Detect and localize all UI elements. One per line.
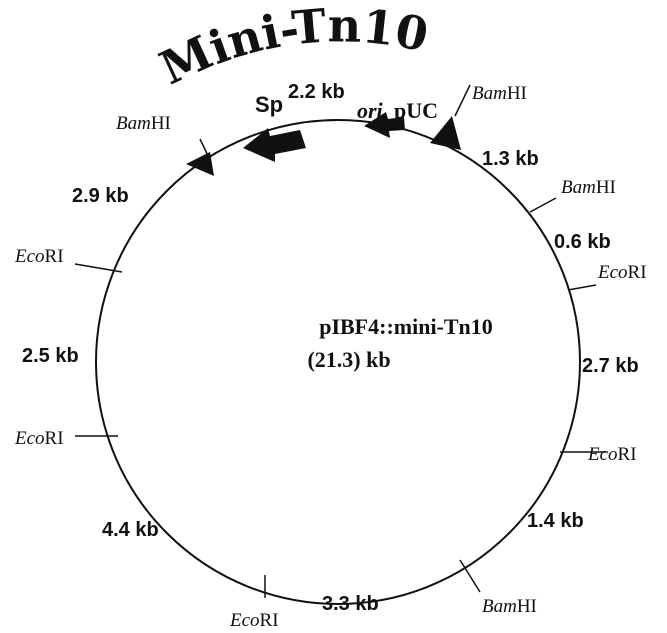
left-end-triangle (186, 152, 214, 176)
plasmid-size: (21.3) kb (307, 347, 390, 372)
bamhi-bottom-tick (459, 559, 481, 593)
fragment-1-4-kb: 1.4 kb (527, 510, 584, 532)
bamhi-right-label: BamHI (561, 177, 616, 198)
fragment-3-3-kb: 3.3 kb (322, 593, 379, 615)
bamhi-top-tick (454, 84, 471, 117)
right-end-triangle (430, 116, 461, 150)
ori-puc-arrow (364, 112, 405, 138)
fragment-2-9-kb: 2.9 kb (72, 185, 129, 207)
plasmid-circle (95, 119, 581, 605)
ecori-right-upper-tick (567, 284, 597, 291)
ecori-left-lower-label: EcoRI (14, 428, 64, 449)
sp-label: Sp (255, 92, 283, 117)
bamhi-left-label: BamHI (116, 113, 171, 134)
ecori-right-lower-label: EcoRI (587, 444, 637, 465)
bamhi-right-tick (529, 197, 557, 213)
ori-label: ori (357, 98, 384, 123)
fragment-2-5-kb: 2.5 kb (22, 345, 79, 367)
fragment-0-6-kb: 0.6 kb (554, 231, 611, 253)
ecori-right-upper-label: EcoRI (597, 262, 647, 283)
fragment-2-7-kb: 2.7 kb (582, 355, 639, 377)
fragment-2-2-kb: 2.2 kb (288, 81, 345, 103)
fragment-4-4-kb: 4.4 kb (102, 519, 159, 541)
ecori-left-upper-label: EcoRI (14, 246, 64, 267)
ecori-left-upper-tick (74, 263, 123, 273)
fragment-1-3-kb: 1.3 kb (482, 148, 539, 170)
bamhi-bottom-label: BamHI (482, 596, 537, 617)
sp-arrow (243, 128, 306, 162)
bamhi-top-label: BamHI (472, 83, 527, 104)
puc-label: pUC (394, 98, 438, 123)
ecori-bottom-label: EcoRI (229, 610, 279, 631)
plasmid-name: pIBF4::mini-Tn10 (319, 314, 493, 339)
